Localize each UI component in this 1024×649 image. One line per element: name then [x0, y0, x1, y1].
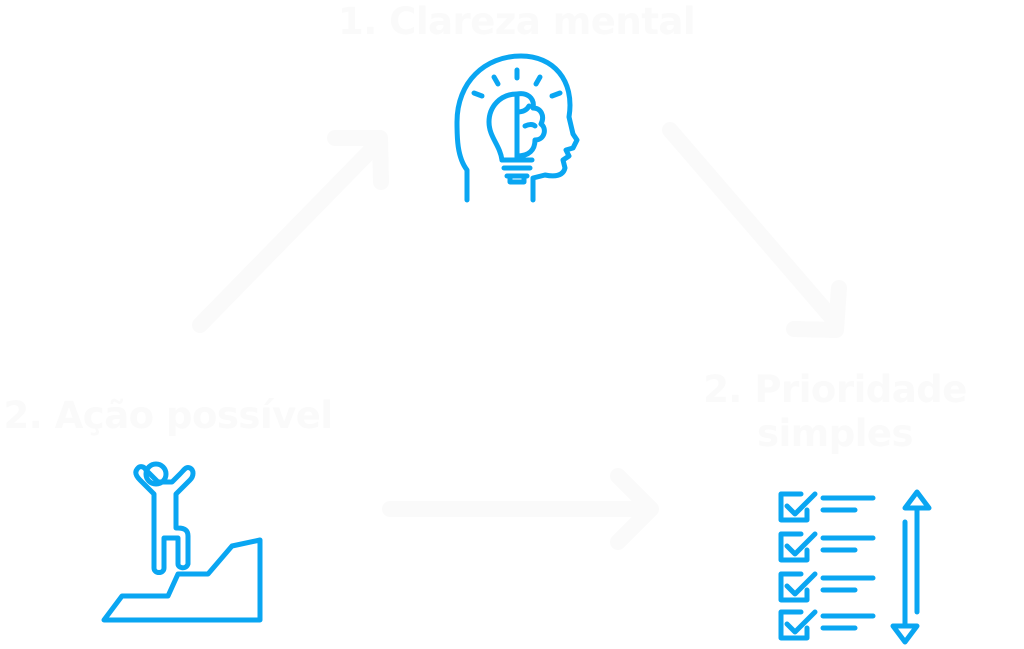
checklist-priority-icon	[778, 489, 932, 645]
node-label-action: 2. Ação possível	[3, 394, 333, 437]
sort-arrows-icon	[890, 489, 932, 645]
icon-strokes	[101, 461, 263, 623]
icon-strokes	[778, 489, 932, 645]
node-label-priority: 2. Prioridade simples	[703, 368, 967, 455]
arrow-shaft	[192, 138, 383, 333]
checklist-item	[778, 491, 876, 523]
arrowhead	[786, 280, 847, 338]
arrow-shaft	[662, 122, 840, 326]
checklist-item	[778, 571, 876, 603]
node-label-clarity: 1. Clareza mental	[338, 0, 696, 43]
arrowhead	[327, 130, 389, 190]
checklist-item	[778, 531, 876, 563]
arrowhead	[610, 468, 659, 550]
icon-strokes	[454, 53, 580, 203]
checklist-item	[778, 609, 876, 641]
head-lightbulb-brain-icon	[454, 53, 580, 203]
person-climbing-summit-icon	[101, 461, 263, 623]
